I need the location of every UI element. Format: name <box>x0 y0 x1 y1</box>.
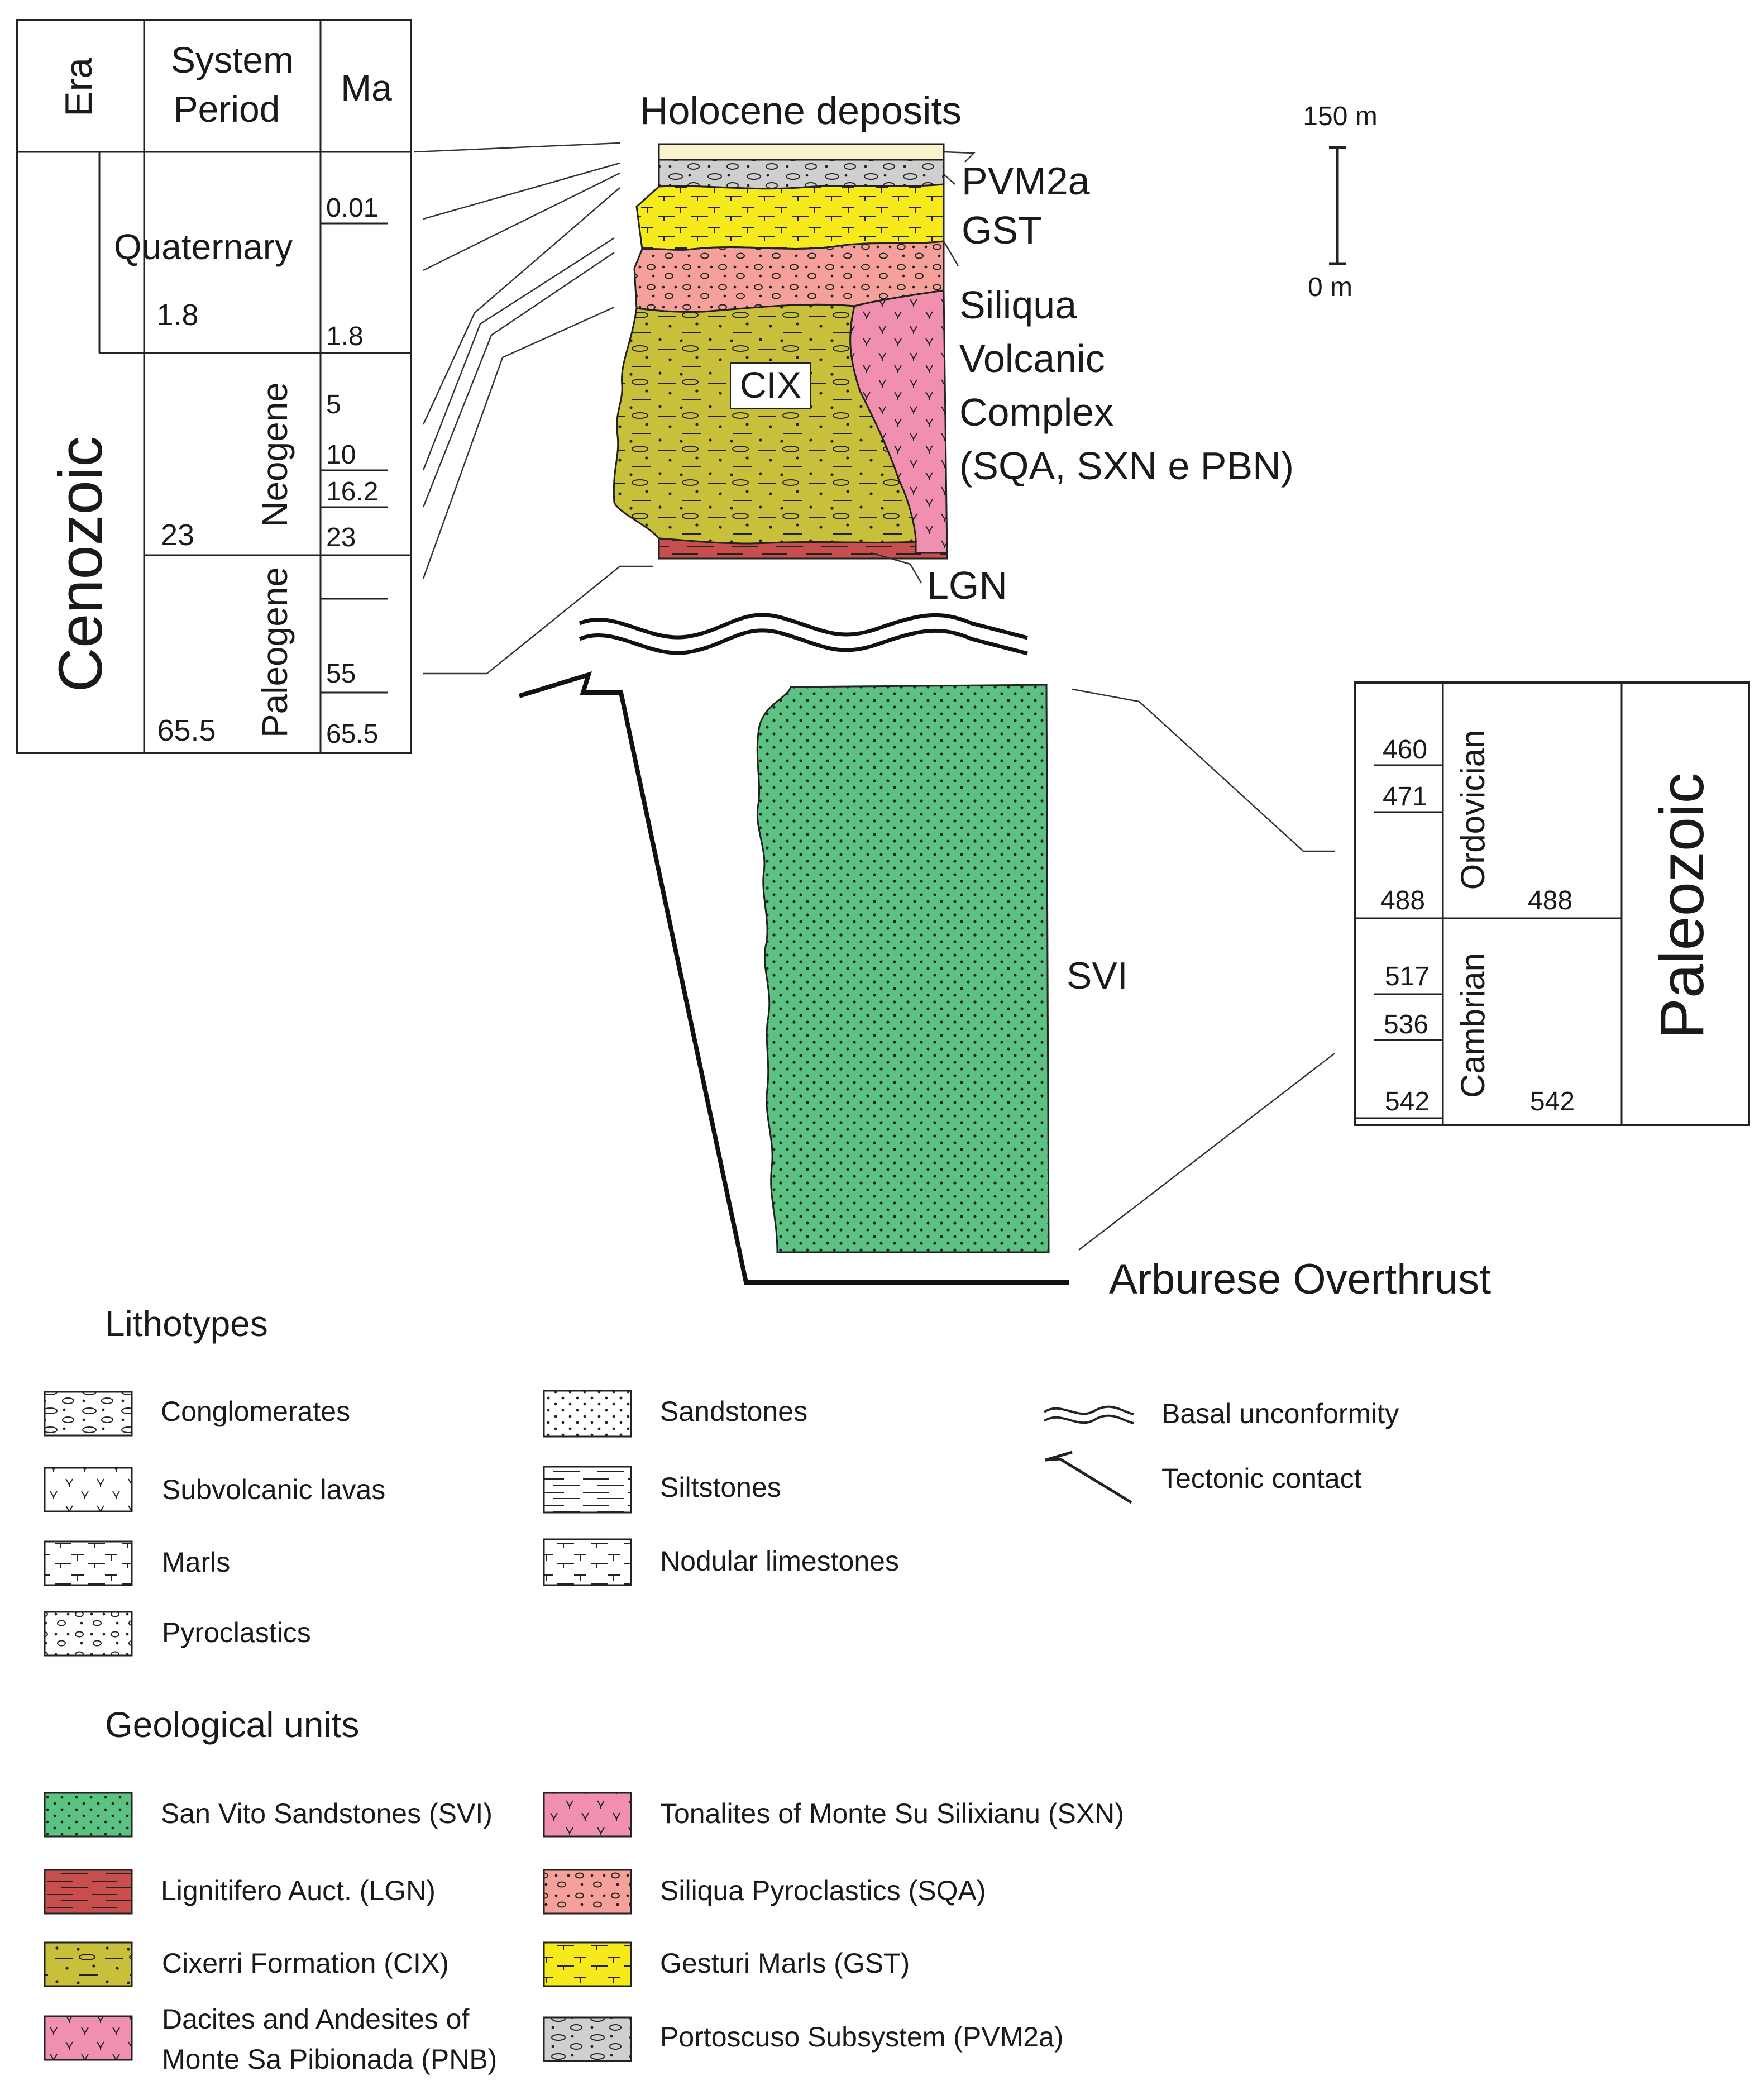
era-cenozoic: Cenozoic <box>46 436 115 693</box>
geological-units-title: Geological units <box>105 1705 359 1745</box>
scale-bar-top-label: 150 m <box>1303 102 1377 131</box>
siliqua-label-l1: Siliqua <box>959 283 1077 327</box>
ma-tick-23: 23 <box>326 523 356 552</box>
unit-label-pnb-line1: Dacites and Andesites of <box>162 2003 469 2035</box>
ma-tick-16.2: 16.2 <box>326 477 378 507</box>
unit-label-gst: Gesturi Marls (GST) <box>660 1948 910 1979</box>
legend-label-sandstones: Sandstones <box>660 1396 807 1427</box>
basal-unconformity-symbol <box>579 613 1028 656</box>
cambrian-start: 542 <box>1530 1087 1575 1116</box>
legend-label-conglomerates: Conglomerates <box>161 1396 350 1427</box>
period-cambrian: Cambrian <box>1454 953 1491 1098</box>
layer-holocene <box>658 143 945 161</box>
unit-label-sxn: Tonalites of Monte Su Silixianu (SXN) <box>660 1798 1124 1829</box>
paleogene-start: 65.5 <box>157 714 216 747</box>
legend-label-subvolcanic-lavas: Subvolcanic lavas <box>162 1474 385 1505</box>
unit-label-sqa: Siliqua Pyroclastics (SQA) <box>660 1875 986 1906</box>
neogene-start: 23 <box>161 518 194 552</box>
unit-label-lgn: Lignitifero Auct. (LGN) <box>161 1875 436 1906</box>
geological-units-legend: Geological units San Vito Sandstones (SV… <box>44 1705 1124 2075</box>
ordovician-start: 488 <box>1528 886 1572 915</box>
period-ordovician: Ordovician <box>1454 730 1491 890</box>
legend-label-tectonic-contact: Tectonic contact <box>1161 1463 1362 1494</box>
lithotypes-legend: Lithotypes Conglomerates Subvolcanic lav… <box>44 1304 1399 1657</box>
svi-label: SVI <box>1067 955 1128 997</box>
stratigraphic-column: CIX SVI Arburese Overthrust <box>518 143 1491 1303</box>
ma-tick-1.8: 1.8 <box>326 322 364 351</box>
legend-label-basal-unconformity: Basal unconformity <box>1161 1398 1399 1429</box>
paleozoic-connectors <box>1072 688 1335 1251</box>
lgn-label: LGN <box>927 564 1007 607</box>
paleozoic-timescale-frame <box>1354 681 1750 1126</box>
paleo-tick-517: 517 <box>1385 962 1430 991</box>
cix-label-box <box>730 362 811 409</box>
cenozoic-timescale-frame <box>16 19 412 754</box>
legend-symbol-tectonic-contact <box>1045 1450 1132 1504</box>
legend-label-marls: Marls <box>162 1547 230 1578</box>
era-paleozoic: Paleozoic <box>1648 773 1717 1039</box>
holocene-label: Holocene deposits <box>640 89 962 132</box>
legend-label-nodular-limestones: Nodular limestones <box>660 1545 899 1577</box>
unit-label-cix: Cixerri Formation (CIX) <box>162 1948 449 1979</box>
cenozoic-timescale: Era System Period Ma Cenozoic Quaternary… <box>16 19 412 754</box>
ma-tick-0.01: 0.01 <box>326 193 378 223</box>
siliqua-label-l4: (SQA, SXN e PBN) <box>959 444 1294 488</box>
paleo-tick-471: 471 <box>1383 782 1427 812</box>
arburese-overthrust-label: Arburese Overthrust <box>1109 1256 1491 1303</box>
period-paleogene: Paleogene <box>255 567 295 738</box>
legend-symbol-basal-unconformity <box>1043 1405 1134 1424</box>
paleo-tick-536: 536 <box>1384 1010 1428 1039</box>
unit-label-pvm2a: Portoscuso Subsystem (PVM2a) <box>660 2021 1064 2053</box>
column-label-leaders <box>871 151 976 584</box>
paleo-tick-460: 460 <box>1383 735 1427 765</box>
lithotypes-title: Lithotypes <box>105 1304 268 1344</box>
pvm2a-label: PVM2a <box>962 159 1090 203</box>
period-quaternary: Quaternary <box>114 227 293 267</box>
ma-tick-10: 10 <box>326 440 356 470</box>
cenozoic-connectors <box>414 142 653 675</box>
scale-bar-bottom-label: 0 m <box>1308 273 1352 302</box>
scale-bar: 150 m 0 m <box>1303 102 1377 302</box>
ma-tick-55: 55 <box>326 659 356 689</box>
ma-header: Ma <box>341 67 392 108</box>
gst-label: GST <box>962 208 1042 252</box>
siliqua-label-l2: Volcanic <box>959 337 1105 380</box>
paleo-tick-488: 488 <box>1380 886 1425 915</box>
legend-label-pyroclastics: Pyroclastics <box>162 1617 311 1648</box>
period-neogene: Neogene <box>255 382 295 527</box>
paleo-tick-542: 542 <box>1385 1087 1430 1116</box>
system-header-line1: System <box>171 39 294 80</box>
system-header-line2: Period <box>174 88 280 130</box>
legend-label-siltstones: Siltstones <box>660 1472 781 1503</box>
unit-label-svi: San Vito Sandstones (SVI) <box>161 1798 493 1829</box>
unit-label-pnb-line2: Monte Sa Pibionada (PNB) <box>162 2044 497 2075</box>
era-header: Era <box>58 58 100 117</box>
paleozoic-timescale: 460 471 488 517 536 542 Ordovician 488 C… <box>1354 681 1750 1126</box>
cix-label: CIX <box>740 364 801 405</box>
ma-tick-5: 5 <box>326 390 341 419</box>
arburese-overthrust-line <box>518 671 1069 1285</box>
quaternary-start: 1.8 <box>156 298 198 332</box>
siliqua-label-l3: Complex <box>959 390 1113 434</box>
ma-tick-65.5: 65.5 <box>326 719 378 749</box>
